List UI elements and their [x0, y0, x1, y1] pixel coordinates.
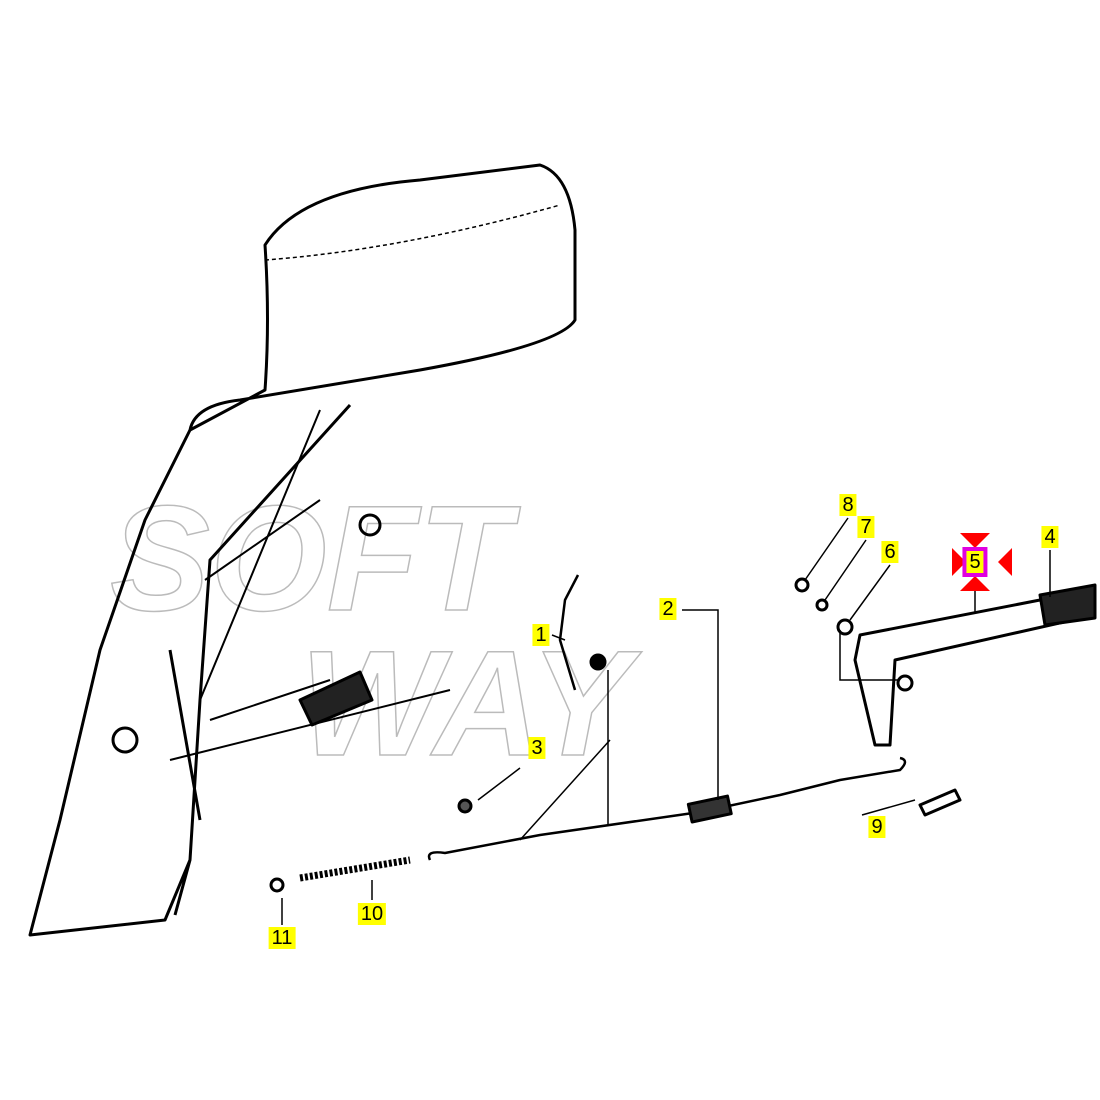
leader-lines	[281, 517, 1051, 925]
selection-marker-arrows	[952, 533, 1012, 591]
watermark: SOFT WAY	[109, 473, 643, 788]
spring	[299, 856, 411, 882]
callout-9[interactable]: 9	[868, 816, 886, 838]
callout-6[interactable]: 6	[881, 541, 899, 563]
clip	[918, 788, 962, 817]
callout-3[interactable]: 3	[528, 737, 546, 759]
frame	[28, 403, 352, 937]
callout-10[interactable]: 10	[357, 903, 387, 925]
callout-4[interactable]: 4	[1041, 526, 1059, 548]
callout-1[interactable]: 1	[532, 624, 550, 646]
callout-5-selected[interactable]: 5	[962, 547, 988, 577]
cable	[427, 756, 907, 861]
seat	[188, 163, 577, 432]
watermark-soft: SOFT	[110, 474, 521, 642]
callout-8[interactable]: 8	[839, 494, 857, 516]
callout-2[interactable]: 2	[659, 598, 677, 620]
bracket-1	[558, 574, 580, 691]
grip	[298, 670, 374, 727]
callout-11[interactable]: 11	[268, 927, 296, 949]
callout-7[interactable]: 7	[857, 516, 875, 538]
